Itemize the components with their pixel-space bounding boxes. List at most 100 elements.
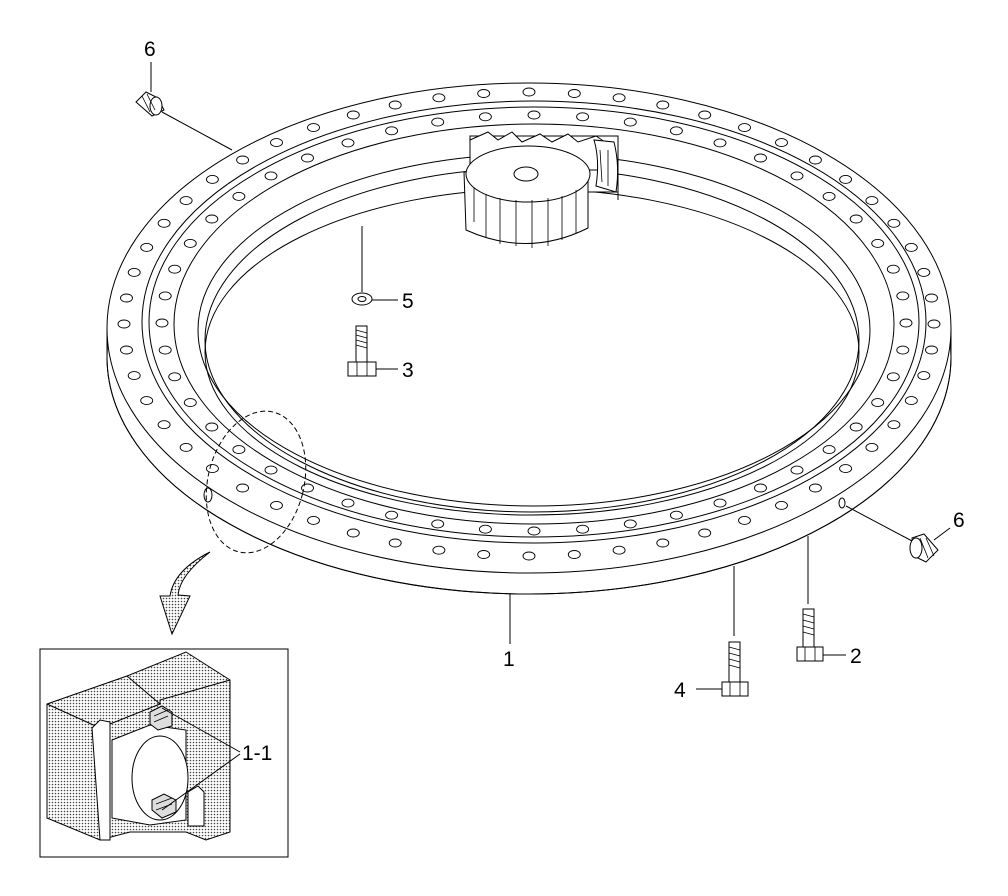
outer-bolt-hole [927, 319, 941, 329]
section-detail-inset [39, 648, 289, 858]
inner-bolt-hole [158, 345, 172, 355]
inner-bolt-hole [886, 264, 900, 274]
outer-bolt-hole [775, 500, 788, 510]
outer-bolt-hole [127, 267, 141, 277]
slewing-ring [106, 82, 952, 595]
outer-bolt-hole [808, 483, 822, 493]
inner-bolt-hole [301, 153, 314, 163]
inner-bolt-hole [385, 510, 399, 520]
inner-bolt-hole [669, 126, 683, 136]
detail-callout [205, 410, 307, 554]
inner-bolt-hole [341, 498, 355, 508]
inner-bolt-hole [205, 422, 219, 432]
outer-bolt-hole [157, 420, 171, 430]
inner-bolt-hole [576, 524, 590, 534]
inner-bolt-hole [478, 524, 492, 534]
inner-bolt-holes [155, 110, 913, 536]
outer-bolt-hole [388, 100, 402, 110]
outer-bolt-hole [307, 123, 320, 133]
outer-bolt-hole [925, 345, 938, 355]
inner-bolt-hole [341, 138, 355, 148]
grease-port-right [838, 497, 846, 509]
outer-bolt-hole [205, 464, 219, 474]
outer-bolt-hole [925, 293, 938, 303]
inner-bolt-hole [822, 445, 836, 455]
inner-bolt-hole [871, 398, 885, 408]
inner-bolt-hole [168, 264, 182, 274]
outer-bolt-hole [477, 89, 491, 98]
inner-bolt-hole [849, 422, 863, 432]
inner-bolt-hole [669, 510, 683, 520]
bolt-right [796, 536, 846, 662]
outer-bolt-hole [157, 218, 171, 228]
inner-bolt-hole [264, 171, 278, 181]
outer-bolt-hole [698, 528, 712, 538]
inner-bolt-hole [790, 171, 804, 181]
outer-bolt-hole [567, 89, 581, 98]
outer-bolt-hole [120, 293, 133, 303]
inner-bolt-hole [623, 117, 637, 127]
outer-bolt-hole [775, 138, 788, 148]
outer-bolt-hole [887, 420, 901, 430]
inner-bolt-hole [158, 291, 172, 301]
outer-bolt-hole [120, 345, 133, 355]
inner-bolt-hole [168, 372, 182, 382]
outer-bolt-hole [808, 155, 822, 165]
inner-bolt-hole [232, 445, 246, 455]
grease-fitting-right [845, 505, 951, 563]
inner-bolt-hole [623, 519, 637, 529]
bolt-inner [347, 325, 398, 377]
inner-bolt-hole [713, 498, 727, 508]
outer-bolt-hole [698, 110, 712, 120]
outer-bolt-hole [346, 110, 360, 120]
label-washer: 5 [402, 290, 414, 313]
label-bolt-right: 2 [850, 645, 862, 668]
label-bolt-front: 4 [674, 679, 686, 702]
label-grease-fitting-right: 6 [953, 509, 965, 532]
inner-bolt-hole [385, 126, 399, 136]
outer-bolt-hole [904, 396, 918, 406]
outer-bolt-hole [179, 442, 193, 452]
outer-bolt-hole [477, 550, 491, 559]
pinion-gear [463, 131, 619, 248]
outer-bolt-hole [656, 538, 670, 548]
inner-bolt-hole [899, 318, 913, 328]
washer [351, 226, 398, 306]
inner-bolt-hole [183, 398, 197, 408]
inner-bolt-hole [871, 238, 885, 248]
outer-bolt-hole [236, 483, 250, 493]
outer-bolt-hole [612, 545, 626, 555]
inner-bolt-hole [431, 117, 445, 127]
detail-arrow [159, 551, 211, 636]
grease-fitting-top [135, 62, 233, 151]
inner-bolt-hole [431, 519, 445, 529]
outer-bolt-hole [839, 464, 853, 474]
label-seal: 1-1 [242, 742, 272, 765]
inner-bolt-hole [478, 112, 492, 122]
inner-bolt-hole [896, 291, 910, 301]
inner-bolt-hole [183, 238, 197, 248]
outer-bolt-hole [522, 551, 536, 561]
outer-bolt-hole [887, 218, 901, 228]
inner-bolt-hole [713, 138, 727, 148]
outer-bolt-holes [117, 87, 941, 561]
label-bolt-inner: 3 [402, 359, 414, 382]
outer-bolt-hole [839, 174, 853, 184]
outer-bolt-hole [140, 396, 154, 406]
inner-bolt-hole [264, 465, 278, 475]
outer-bolt-hole [236, 155, 250, 165]
outer-bolt-hole [346, 528, 360, 538]
inner-bolt-hole [822, 191, 836, 201]
outer-bolt-hole [612, 93, 626, 103]
outer-bolt-hole [865, 442, 879, 452]
inner-bolt-hole [527, 110, 541, 120]
inner-bolt-hole [849, 214, 863, 224]
inner-bolt-hole [790, 465, 804, 475]
outer-bolt-hole [270, 500, 283, 510]
outer-bolt-hole [567, 550, 581, 559]
grease-port-left [203, 487, 213, 503]
outer-bolt-hole [865, 196, 879, 206]
outer-bolt-hole [432, 93, 446, 103]
